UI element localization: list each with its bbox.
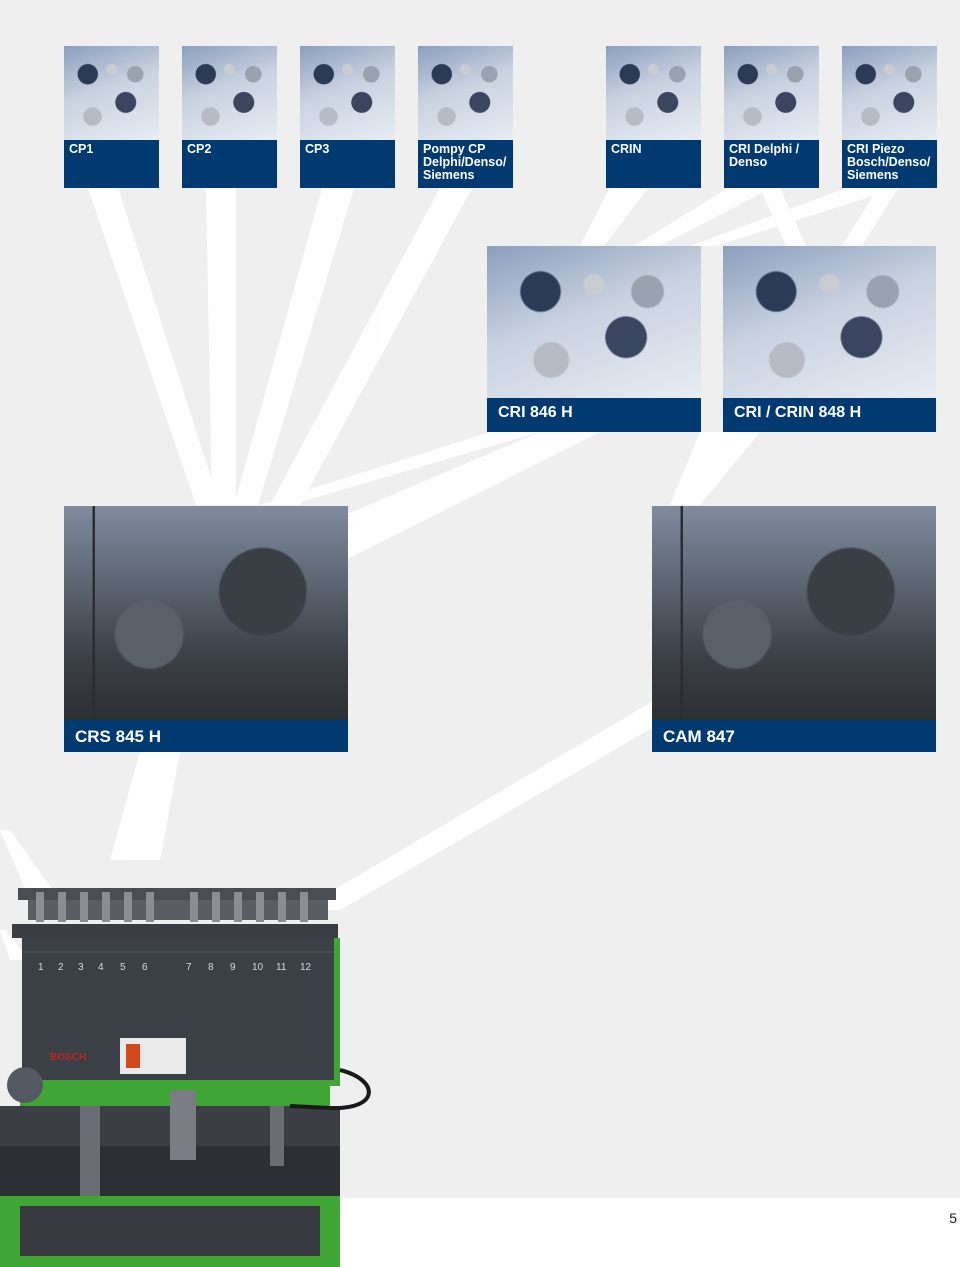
tile-cri-crin-848-h[interactable]: CRI / CRIN 848 H <box>723 246 936 432</box>
caption-line: CRI Piezo <box>847 142 905 156</box>
channel-label: 8 <box>208 962 214 973</box>
cri-846-photo <box>487 246 701 398</box>
page-number: 5 <box>949 1210 957 1226</box>
channel-label: 6 <box>142 962 148 973</box>
cri-848-photo <box>723 246 936 398</box>
caption-line: CP2 <box>187 142 212 156</box>
caption-line: Siemens <box>423 168 475 183</box>
cp2-caption: CP2 <box>182 140 277 188</box>
cri-delphi-caption: CRI Delphi / Denso <box>724 140 819 188</box>
channel-label: 5 <box>120 962 126 973</box>
channel-label: 3 <box>78 962 84 973</box>
cp1-photo <box>64 46 159 140</box>
channel-label: 11 <box>276 962 287 973</box>
tile-cri-piezo[interactable]: CRI Piezo Bosch/Denso/ Siemens <box>842 46 937 188</box>
tile-cri-846-h[interactable]: CRI 846 H <box>487 246 701 432</box>
tile-cp3[interactable]: CP3 <box>300 46 395 188</box>
crs-845-photo <box>64 506 348 720</box>
caption-line: CP1 <box>69 142 94 156</box>
svg-text:BOSCH: BOSCH <box>50 1052 86 1063</box>
cri-piezo-caption: CRI Piezo Bosch/Denso/ Siemens <box>842 140 937 188</box>
pompy-caption: Pompy CP Delphi/Denso/ Siemens <box>418 140 513 188</box>
channel-label: 7 <box>186 962 192 973</box>
cp3-caption: CP3 <box>300 140 395 188</box>
channel-label: 10 <box>252 962 264 973</box>
caption-line: Pompy CP <box>423 142 486 156</box>
channel-label: 12 <box>300 962 312 973</box>
tile-crs-845-h[interactable]: CRS 845 H <box>64 506 348 752</box>
caption-line: CP3 <box>305 142 330 156</box>
tile-cp2[interactable]: CP2 <box>182 46 277 188</box>
cri-848-caption: CRI / CRIN 848 H <box>723 398 936 432</box>
channel-label: 1 <box>38 962 44 973</box>
caption-line: CRIN <box>611 142 642 156</box>
channel-label: 9 <box>230 962 236 973</box>
cam-847-photo <box>652 506 936 720</box>
cri-delphi-photo <box>724 46 819 140</box>
crs-845-caption: CRS 845 H <box>64 720 348 752</box>
crin-caption: CRIN <box>606 140 701 188</box>
channel-label: 4 <box>98 962 104 973</box>
tile-crin[interactable]: CRIN <box>606 46 701 188</box>
tile-cam-847[interactable]: CAM 847 <box>652 506 936 752</box>
tile-pompy-cp[interactable]: Pompy CP Delphi/Denso/ Siemens <box>418 46 513 188</box>
cp3-photo <box>300 46 395 140</box>
pompy-photo <box>418 46 513 140</box>
cam-847-caption: CAM 847 <box>652 720 936 752</box>
channel-label: 2 <box>58 962 64 973</box>
cri-846-caption: CRI 846 H <box>487 398 701 432</box>
tile-cp1[interactable]: CP1 <box>64 46 159 188</box>
cp2-photo <box>182 46 277 140</box>
caption-line: Siemens <box>847 168 899 183</box>
caption-line: Delphi/Denso/ <box>423 155 507 170</box>
caption-line: CRI Delphi / <box>729 142 800 156</box>
caption-line: Bosch/Denso/ <box>847 155 931 170</box>
bench-channel-labels: 1 2 3 4 5 6 7 8 9 10 11 12 <box>36 962 336 976</box>
cri-piezo-photo <box>842 46 937 140</box>
tile-cri-delphi-denso[interactable]: CRI Delphi / Denso <box>724 46 819 188</box>
cp1-caption: CP1 <box>64 140 159 188</box>
caption-line: Denso <box>729 155 768 170</box>
test-bench-illustration: BOSCH <box>0 888 371 1267</box>
crin-photo <box>606 46 701 140</box>
